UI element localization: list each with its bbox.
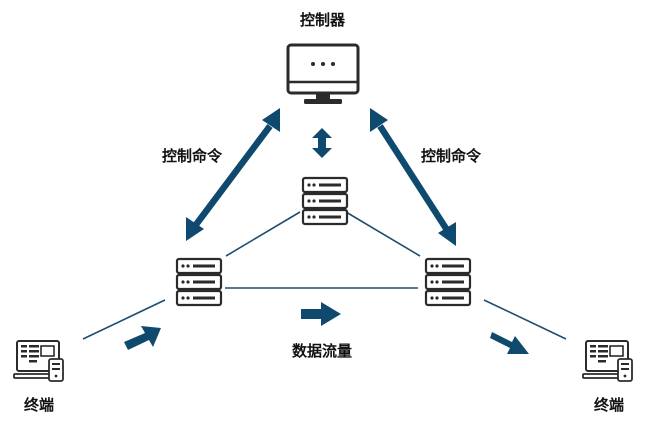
link-switch-right-terminal-right: [483, 299, 567, 340]
command-arrowhead-left-up: [262, 108, 280, 132]
command-label-right: 控制命令: [421, 147, 482, 165]
server-icon-left: [175, 257, 223, 307]
link-terminal-left-switch-left: [82, 299, 166, 340]
command-arrowhead-left-down: [186, 217, 204, 241]
monitor-icon: [286, 43, 360, 104]
workstation-icon-right: [582, 340, 633, 382]
server-icon-right: [424, 257, 472, 307]
flow-arrow-right: [490, 332, 529, 354]
double-arrow-vertical: [312, 128, 332, 158]
data-flow-label: 数据流量: [292, 342, 353, 360]
flow-arrow-center: [301, 302, 341, 326]
command-label-left: 控制命令: [162, 147, 223, 165]
workstation-icon-left: [13, 340, 64, 382]
command-arrowhead-right-down: [438, 222, 456, 246]
terminal-label-left: 终端: [24, 396, 55, 414]
connection-lines: [82, 211, 567, 340]
server-icon-center: [301, 176, 349, 226]
command-arrowhead-right-up: [370, 108, 388, 132]
link-switch-center-switch-right: [345, 211, 421, 257]
flow-arrow-left: [124, 326, 161, 350]
controller-label: 控制器: [300, 11, 346, 29]
link-switch-left-switch-center: [225, 211, 301, 257]
command-arrow-left: [192, 124, 273, 228]
command-arrow-right: [377, 124, 450, 232]
terminal-label-right: 终端: [594, 396, 625, 414]
